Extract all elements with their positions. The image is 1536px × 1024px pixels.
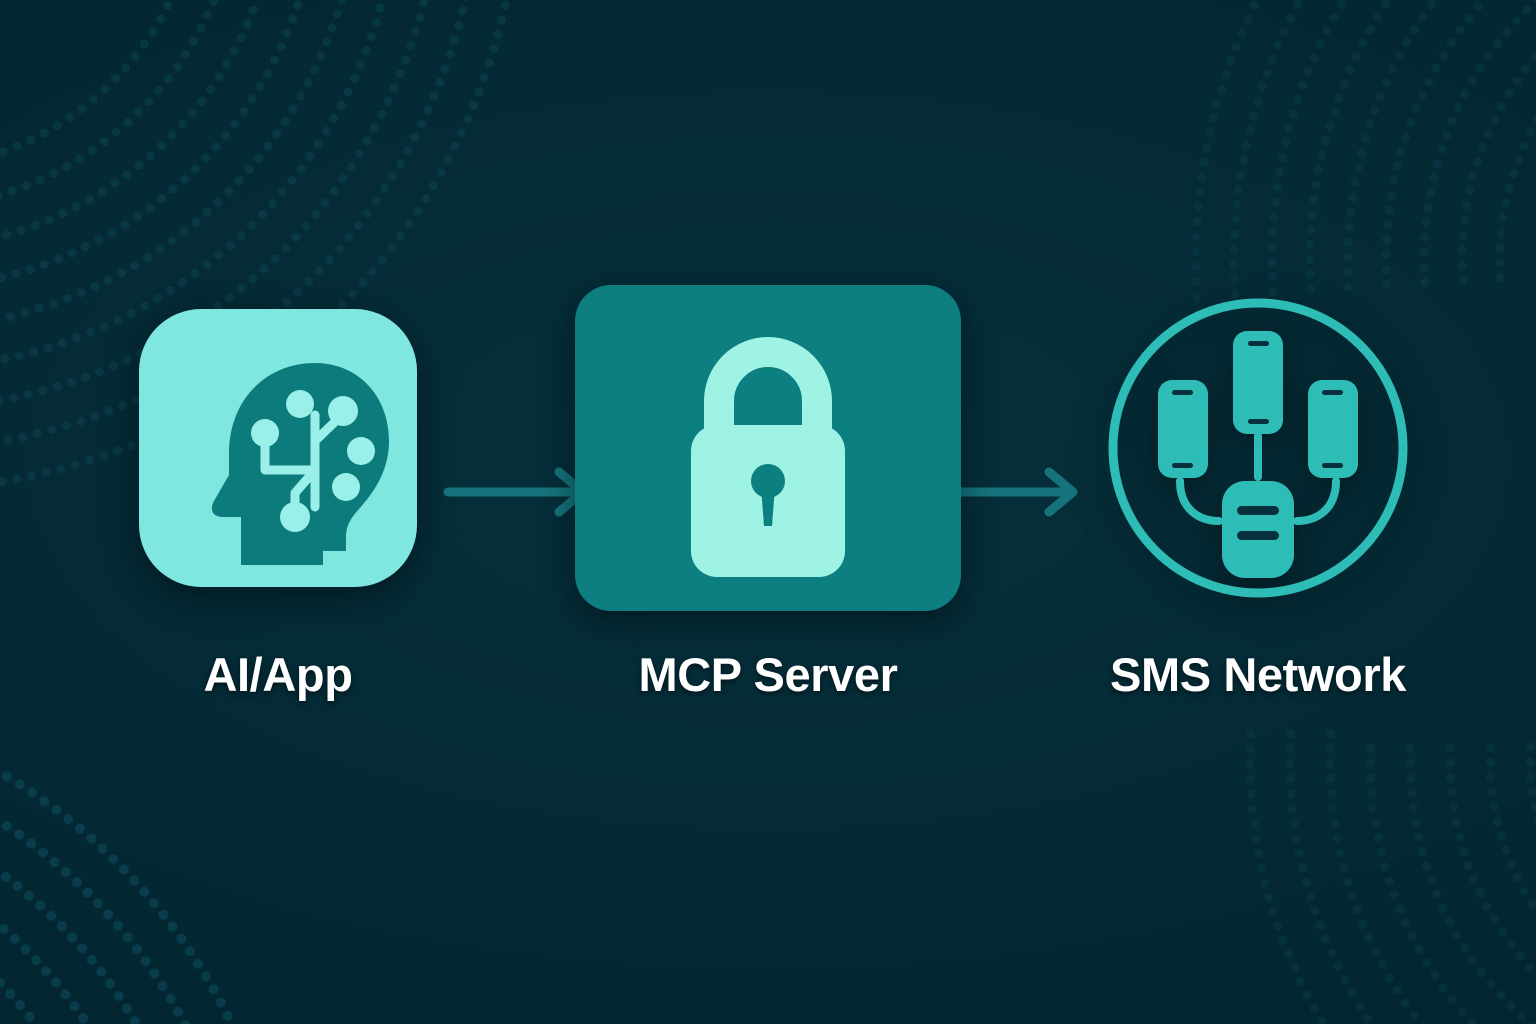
node-sms-network[interactable]: SMS Network [1108,283,1408,702]
node-label-sms-network: SMS Network [1110,647,1406,701]
server-node [1222,480,1294,578]
node-label-ai-app: AI/App [203,647,353,701]
brain-head-icon [139,308,417,587]
sms-network-artwork [1105,283,1411,613]
phone-right [1308,379,1358,478]
devices-network-icon [1108,298,1408,597]
phone-left [1158,379,1208,478]
node-mcp-server[interactable]: MCP Server [575,283,961,702]
mcp-server-artwork [573,283,963,613]
node-label-mcp-server: MCP Server [638,647,898,701]
padlock-icon [575,284,961,611]
node-ai-app[interactable]: AI/App [128,283,428,702]
phone-top-center [1233,330,1283,434]
ai-app-artwork [137,283,419,613]
